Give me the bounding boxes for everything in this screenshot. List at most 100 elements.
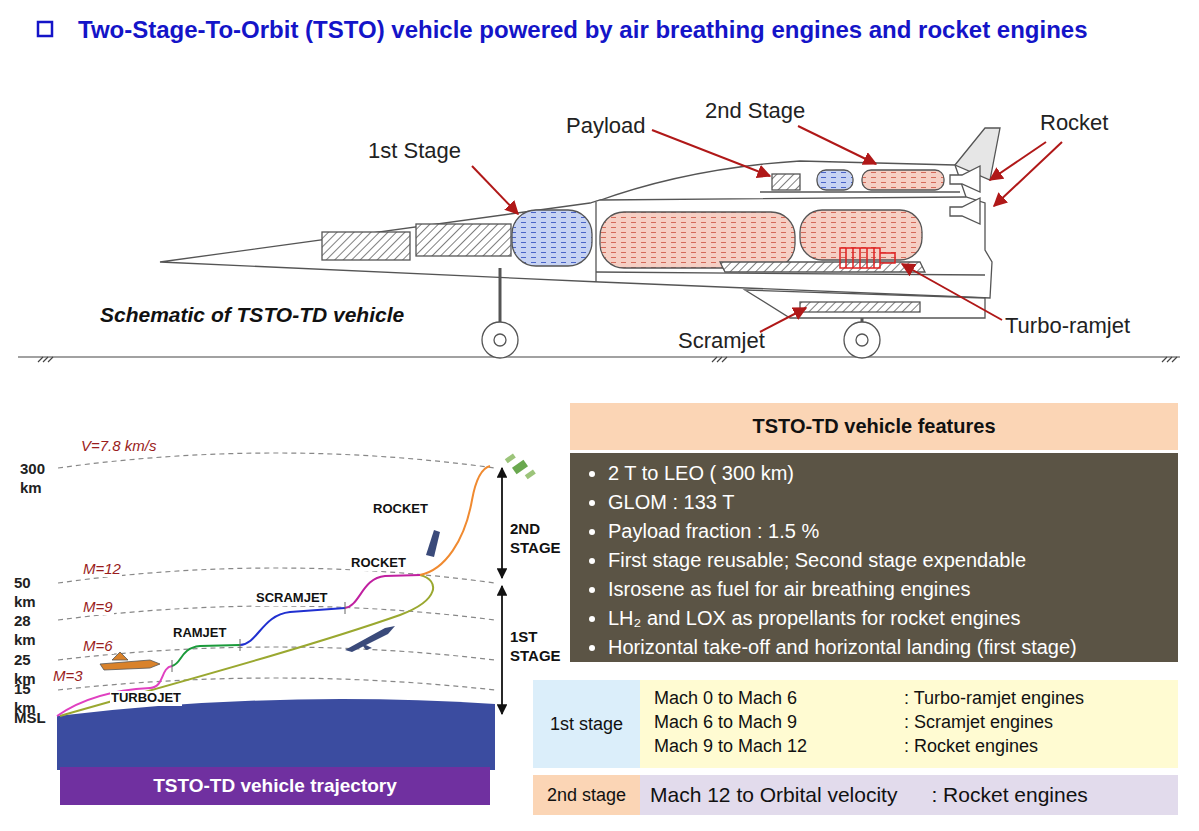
part-label: 1st Stage — [368, 138, 461, 163]
vehicle-icon — [345, 626, 395, 652]
engine-phase-label: ROCKET — [350, 556, 407, 571]
panel-heading: TSTO-TD vehicle features — [570, 403, 1178, 450]
engine-phase-label: ROCKET — [372, 502, 429, 517]
mach-label: M=6 — [82, 637, 114, 654]
engine-phase-label: RAMJET — [172, 626, 227, 641]
vehicle-icon — [100, 652, 160, 670]
altitude-label: MSL — [14, 709, 50, 728]
cell-text: Mach 9 to Mach 12 — [654, 736, 904, 760]
bullet-list: 2 T to LEO ( 300 km)GLOM : 133 TPayload … — [584, 459, 1170, 662]
vehicle-schematic — [950, 198, 980, 224]
vehicle-schematic — [772, 174, 800, 190]
feature-bullet: Isrosene as fuel for air breathing engin… — [608, 575, 1170, 604]
mach-label: M=9 — [82, 598, 114, 615]
cell-text: : Rocket engines — [931, 783, 1178, 807]
title-bullet — [38, 22, 52, 36]
leader-arrow — [798, 126, 876, 164]
altitude-label: 28 km — [14, 612, 50, 650]
stage-cell: 2nd stage — [533, 775, 640, 815]
vehicle-schematic — [856, 334, 868, 346]
vehicle-schematic — [800, 302, 920, 312]
vehicle-schematic — [950, 166, 980, 192]
vehicle-schematic — [760, 191, 960, 192]
vehicle-schematic — [862, 170, 944, 190]
vehicle-schematic — [817, 170, 853, 190]
vehicle-schematic — [322, 232, 410, 260]
trajectory-curve — [420, 466, 490, 575]
trajectory-curve — [57, 466, 490, 716]
part-label: Turbo-ramjet — [1005, 313, 1130, 338]
cell-text: TSTO-TD vehicle trajectory — [153, 775, 397, 797]
altitude-label: 50 km — [14, 574, 50, 612]
engine-table: Mach 12 to Orbital velocity : Rocket engi… — [640, 775, 1178, 815]
cell-text: : Rocket engines — [904, 736, 1178, 760]
vehicle-schematic — [600, 212, 795, 268]
altitude-label: 300 km — [20, 460, 56, 498]
stage-bracket — [501, 586, 503, 714]
cell-text: Mach 6 to Mach 9 — [654, 712, 904, 736]
engine-table: Mach 0 to Mach 6: Turbo-ramjet enginesMa… — [640, 680, 1178, 768]
schematic-caption: Schematic of TSTO-TD vehicle — [100, 303, 404, 327]
mach-label: V=7.8 km/s — [80, 437, 157, 454]
stage-bracket — [501, 468, 503, 578]
vehicle-icon — [100, 453, 536, 670]
leader-arrow — [652, 130, 770, 176]
stage-bracket — [501, 468, 503, 714]
turbo-ramjet-engine — [840, 248, 895, 268]
vehicle-schematic — [499, 268, 502, 322]
cell-text: 1st stage — [550, 714, 623, 735]
altitude-arc — [58, 678, 495, 690]
altitude-arc — [58, 453, 495, 468]
feature-bullet: Horizontal take-off and horizontal landi… — [608, 633, 1170, 662]
leader-arrow — [472, 126, 1062, 332]
vehicle-schematic — [160, 197, 992, 298]
features-panel: TSTO-TD vehicle features 2 T to LEO ( 300… — [570, 403, 1178, 662]
caption-band: TSTO-TD vehicle trajectory — [60, 767, 490, 805]
leader-arrow — [994, 142, 1062, 206]
part-label: Rocket — [1040, 110, 1108, 135]
vehicle-schematic — [800, 210, 922, 260]
cell-text: 2nd stage — [547, 785, 626, 806]
vehicle-schematic — [416, 224, 511, 256]
panel-body: 2 T to LEO ( 300 km)GLOM : 133 TPayload … — [570, 453, 1178, 662]
mach-label: M=12 — [82, 560, 122, 577]
title: Two-Stage-To-Orbit (TSTO) vehicle powere… — [78, 14, 1178, 45]
ground-line — [38, 357, 1177, 362]
leader-arrow — [990, 142, 1046, 180]
mach-label: M=3 — [52, 667, 84, 684]
feature-bullet: Payload fraction : 1.5 % — [608, 517, 1170, 546]
vehicle-schematic — [482, 322, 518, 358]
feature-bullet: First stage reusable; Second stage expen… — [608, 546, 1170, 575]
trajectory-curve — [172, 602, 345, 672]
vehicle-icon — [426, 530, 440, 557]
vehicle-schematic — [844, 322, 880, 358]
engine-phase-label: TURBOJET — [110, 691, 182, 706]
vehicle-icon — [505, 453, 516, 463]
part-label: Payload — [566, 113, 646, 138]
altitude-arc — [58, 606, 495, 620]
leader-arrow — [760, 308, 806, 332]
stage-cell: 1st stage — [533, 680, 640, 768]
trajectory-curve — [240, 608, 345, 645]
vehicle-schematic — [512, 210, 592, 266]
cell-text: : Turbo-ramjet engines — [904, 688, 1178, 712]
vehicle-schematic — [595, 161, 966, 202]
vehicle-schematic — [745, 290, 985, 318]
cell-text: : Scramjet engines — [904, 712, 1178, 736]
cell-text: Mach 0 to Mach 6 — [654, 688, 904, 712]
vehicle-schematic — [494, 334, 506, 346]
vehicle-icon — [512, 460, 528, 475]
feature-bullet: LH₂ and LOX as propellants for rocket en… — [608, 604, 1170, 633]
stage-label: 1ST STAGE — [510, 628, 570, 666]
feature-bullet: 2 T to LEO ( 300 km) — [608, 459, 1170, 488]
trajectory-curve — [172, 645, 240, 666]
part-label: 2nd Stage — [705, 98, 805, 123]
cell-text: Mach 12 to Orbital velocity — [650, 783, 897, 807]
vehicle-schematic — [595, 202, 596, 282]
stage-label: 2ND STAGE — [510, 520, 570, 558]
engine-phase-label: SCRAMJET — [255, 591, 329, 606]
leader-arrow — [902, 264, 1002, 320]
trajectory-curve — [345, 575, 420, 608]
part-label: Scramjet — [678, 328, 765, 353]
